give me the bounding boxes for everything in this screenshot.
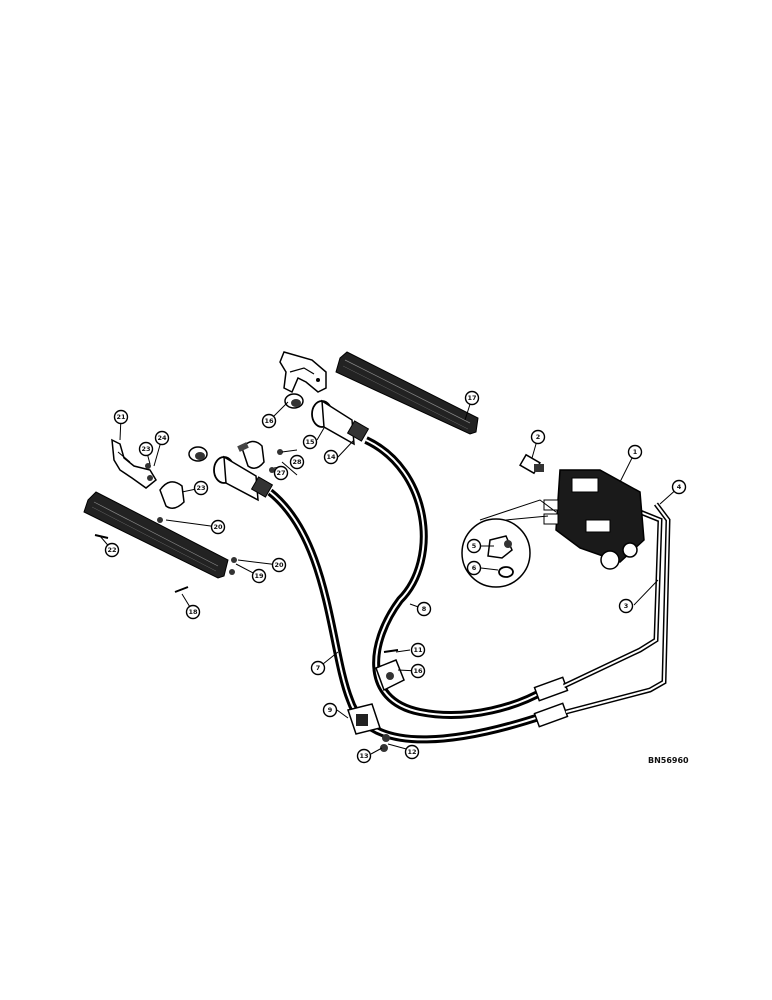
callout-7: 7 (310, 660, 326, 676)
control-valve (543, 469, 645, 570)
callout-18: 18 (185, 604, 201, 620)
svg-text:16: 16 (413, 667, 423, 675)
callout-3: 3 (618, 598, 634, 614)
svg-text:9: 9 (328, 706, 333, 714)
callout-27: 27 (273, 465, 289, 481)
reference-code: BN56960 (648, 756, 689, 765)
callout-19: 19 (251, 568, 267, 584)
svg-text:23: 23 (141, 445, 150, 453)
hose-7 (267, 488, 547, 744)
callout-20-lower: 20 (271, 557, 287, 573)
tube-3 (562, 509, 663, 689)
valve-fitting-2 (519, 453, 544, 475)
callout-8: 8 (416, 601, 432, 617)
svg-text:16: 16 (264, 417, 274, 425)
callout-16-hose-clamp: 16 (410, 663, 426, 679)
dust-plug-lower (188, 446, 208, 462)
bracket-lower (111, 438, 157, 489)
svg-text:11: 11 (413, 646, 423, 654)
hose-end-fittings (533, 676, 569, 728)
svg-text:14: 14 (326, 453, 336, 461)
clamp-plate (347, 703, 390, 752)
callout-11: 11 (410, 642, 426, 658)
small-hardware (94, 449, 399, 653)
svg-text:24: 24 (157, 434, 167, 442)
svg-text:28: 28 (292, 458, 302, 466)
svg-text:13: 13 (359, 752, 368, 760)
clamp-upper (237, 440, 265, 469)
callout-22: 22 (104, 542, 120, 558)
tube-4 (565, 502, 671, 715)
coupler-right (311, 399, 370, 446)
svg-text:22: 22 (107, 546, 116, 554)
svg-text:21: 21 (116, 413, 126, 421)
callout-21: 21 (113, 409, 129, 425)
svg-text:23: 23 (196, 484, 205, 492)
callout-24: 24 (154, 430, 170, 446)
callout-2: 2 (530, 429, 546, 445)
callout-23-clamp: 23 (193, 480, 209, 496)
svg-text:15: 15 (305, 438, 315, 446)
svg-text:20: 20 (274, 561, 284, 569)
callout-16-plug: 16 (261, 413, 277, 429)
svg-text:8: 8 (422, 605, 427, 613)
callout-17: 17 (464, 390, 480, 406)
svg-text:17: 17 (467, 394, 476, 402)
callout-14: 14 (323, 449, 339, 465)
svg-text:7: 7 (316, 664, 321, 672)
svg-text:27: 27 (276, 469, 285, 477)
svg-text:18: 18 (188, 608, 198, 616)
svg-text:5: 5 (472, 542, 477, 550)
bracket-upper (279, 351, 327, 394)
callout-6: 6 (466, 560, 482, 576)
callout-1: 1 (627, 444, 643, 460)
svg-text:1: 1 (633, 448, 638, 456)
callout-20-clamp: 20 (210, 519, 226, 535)
hose-clamp (375, 659, 405, 692)
svg-text:4: 4 (677, 483, 682, 491)
callout-4: 4 (671, 479, 687, 495)
callout-13: 13 (356, 748, 372, 764)
svg-text:20: 20 (213, 523, 223, 531)
svg-text:19: 19 (254, 572, 264, 580)
callout-15: 15 (302, 434, 318, 450)
mounting-plate-upper (335, 351, 479, 435)
svg-text:6: 6 (472, 564, 477, 572)
callout-5: 5 (466, 538, 482, 554)
clamp-lower (159, 481, 185, 509)
callout-9: 9 (322, 702, 338, 718)
coupler-left (213, 455, 274, 502)
callout-12: 12 (404, 744, 420, 760)
callout-28: 28 (289, 454, 305, 470)
hose-8 (364, 436, 548, 719)
dust-plug-upper (284, 393, 304, 409)
svg-text:2: 2 (536, 433, 541, 441)
mounting-plate-lower (83, 491, 229, 579)
svg-text:3: 3 (624, 602, 629, 610)
callout-23-washer: 23 (138, 441, 154, 457)
svg-text:12: 12 (407, 748, 416, 756)
